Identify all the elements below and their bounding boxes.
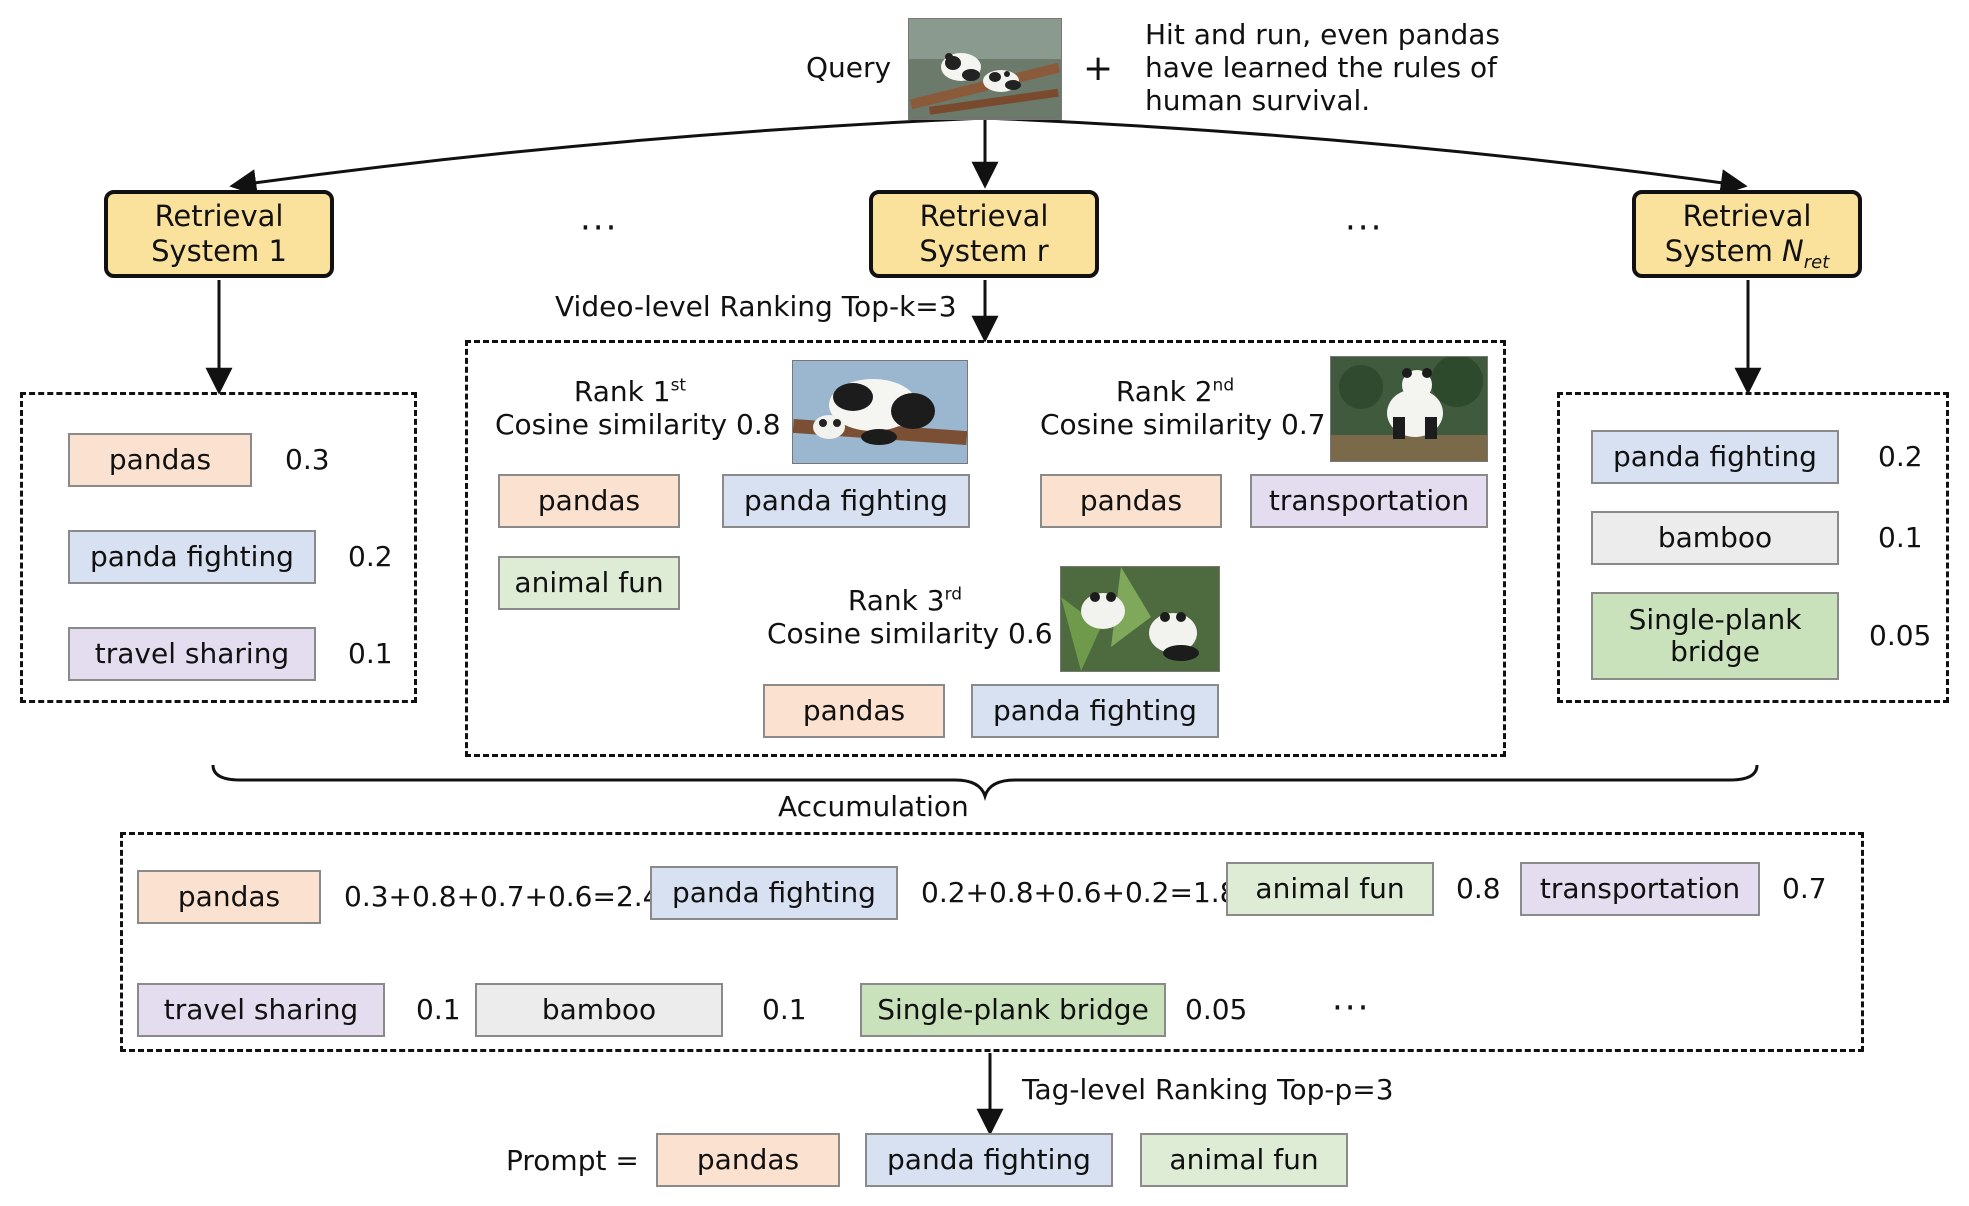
system-r-results-box (465, 340, 1506, 757)
retrieval-system-n: Retrieval System Nret (1632, 190, 1862, 278)
acc-tag-panda-fighting: panda fighting (650, 866, 898, 920)
query-label: Query (806, 51, 892, 84)
rank-3-tag-panda-fighting: panda fighting (971, 684, 1219, 738)
system-1-line-2: System 1 (151, 234, 287, 268)
system-n-line-1: Retrieval (1682, 199, 1812, 233)
system-1-results-box (20, 392, 417, 703)
prompt-tag-panda-fighting: panda fighting (865, 1133, 1113, 1187)
acc-tag-animal-fun: animal fun (1226, 862, 1434, 916)
acc-tag-transportation: transportation (1520, 862, 1760, 916)
prompt-label: Prompt = (506, 1144, 639, 1177)
rank-3-similarity: Cosine similarity 0.6 (767, 617, 1053, 650)
right-tag-panda-fighting: panda fighting (1591, 430, 1839, 484)
arrow-query-to-system-1 (229, 116, 986, 197)
acc-tag-pandas: pandas (137, 870, 321, 924)
rank-1-tag-animal-fun: animal fun (498, 556, 680, 610)
acc-score-panda-fighting: 0.2+0.8+0.6+0.2=1.8 (921, 876, 1238, 909)
right-score-single-plank-bridge: 0.05 (1869, 619, 1932, 652)
rank-1-tag-pandas: pandas (498, 474, 680, 528)
system-n-results-box (1557, 392, 1949, 703)
accumulation-box (120, 832, 1864, 1052)
rank-3-tag-pandas: pandas (763, 684, 945, 738)
rank-2-tag-transportation: transportation (1250, 474, 1488, 528)
query-text-line-3: human survival. (1145, 84, 1371, 117)
acc-tag-single-plank-bridge: Single-plank bridge (860, 983, 1166, 1037)
rank-2-title: Rank 2nd (1115, 375, 1235, 408)
right-score-bamboo: 0.1 (1878, 521, 1923, 554)
left-score-panda-fighting: 0.2 (348, 540, 393, 573)
rank-2-similarity: Cosine similarity 0.7 (1040, 408, 1326, 441)
system-r-line-1: Retrieval (919, 199, 1049, 233)
acc-score-animal-fun: 0.8 (1456, 872, 1501, 905)
rank-3-video-thumbnail (1060, 566, 1220, 672)
left-score-travel-sharing: 0.1 (348, 637, 393, 670)
acc-score-travel-sharing: 0.1 (416, 993, 461, 1026)
rank-2-video-thumbnail (1330, 356, 1488, 462)
rank-1-tag-panda-fighting: panda fighting (722, 474, 970, 528)
left-tag-travel-sharing: travel sharing (68, 627, 316, 681)
acc-score-pandas: 0.3+0.8+0.7+0.6=2.4 (344, 880, 661, 913)
system-1-line-1: Retrieval (154, 199, 284, 233)
acc-score-single-plank-bridge: 0.05 (1185, 993, 1248, 1026)
retrieval-system-r: Retrieval System r (869, 190, 1099, 278)
plus-sign: + (1083, 48, 1114, 89)
rank-3-title: Rank 3rd (847, 584, 963, 617)
right-tag-bamboo: bamboo (1591, 511, 1839, 565)
query-image (908, 18, 1062, 120)
acc-tag-travel-sharing: travel sharing (137, 983, 385, 1037)
arrow-query-to-system-n (984, 116, 1748, 197)
left-score-pandas: 0.3 (285, 443, 330, 476)
rank-1-video-thumbnail (792, 360, 968, 464)
ellipsis-right: ··· (1345, 208, 1384, 248)
query-text-line-1: Hit and run, even pandas (1145, 18, 1500, 51)
system-n-line-2: System Nret (1664, 234, 1830, 273)
right-tag-single-plank-bridge: Single-plank bridge (1591, 592, 1839, 680)
ellipsis-left: ··· (580, 208, 619, 248)
acc-score-bamboo: 0.1 (762, 993, 807, 1026)
acc-tag-bamboo: bamboo (475, 983, 723, 1037)
accumulation-label: Accumulation (778, 790, 969, 823)
acc-score-transportation: 0.7 (1782, 872, 1827, 905)
accumulation-brace (211, 764, 1759, 802)
left-tag-pandas: pandas (68, 433, 252, 487)
system-r-line-2: System r (919, 234, 1049, 268)
left-tag-panda-fighting: panda fighting (68, 530, 316, 584)
accumulation-ellipsis: ··· (1332, 988, 1371, 1028)
rank-1-similarity: Cosine similarity 0.8 (495, 408, 781, 441)
tag-level-ranking-label: Tag-level Ranking Top-p=3 (1022, 1073, 1394, 1106)
retrieval-system-1: Retrieval System 1 (104, 190, 334, 278)
right-score-panda-fighting: 0.2 (1878, 440, 1923, 473)
prompt-tag-pandas: pandas (656, 1133, 840, 1187)
rank-1-title: Rank 1st (573, 375, 687, 408)
prompt-tag-animal-fun: animal fun (1140, 1133, 1348, 1187)
rank-2-tag-pandas: pandas (1040, 474, 1222, 528)
query-text-line-2: have learned the rules of (1145, 51, 1498, 84)
video-level-ranking-label: Video-level Ranking Top-k=3 (555, 290, 957, 323)
